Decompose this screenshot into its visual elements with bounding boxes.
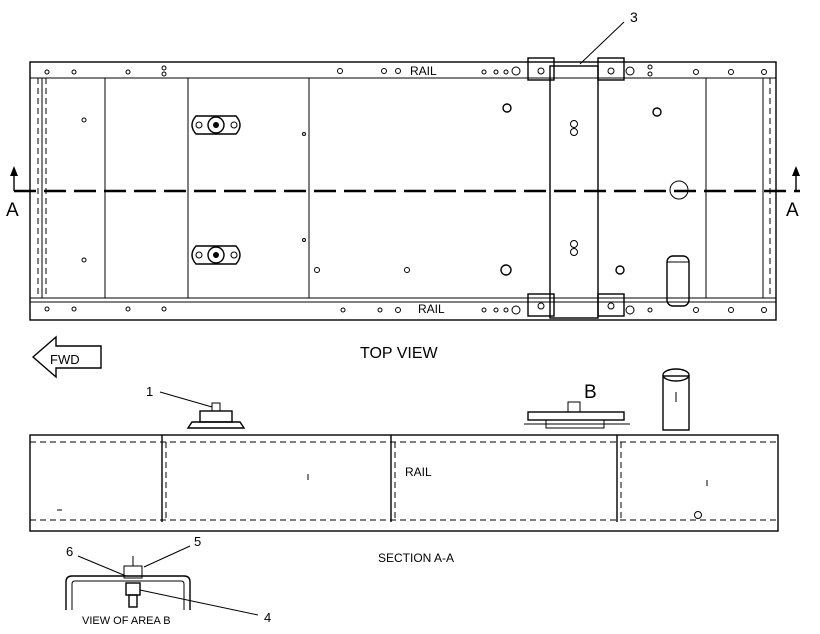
- rail-label-bottom: RAIL: [418, 302, 445, 316]
- area-b-marker: B: [584, 382, 597, 403]
- section-marker-left: A: [6, 200, 19, 221]
- section-marker-right: A: [786, 200, 799, 221]
- rail-label-top: RAIL: [410, 64, 437, 78]
- engine-mount-lower: [191, 245, 241, 265]
- fwd-label: FWD: [50, 352, 80, 367]
- callout-4: 4: [264, 610, 271, 625]
- detail-view-title: VIEW OF AREA B: [82, 615, 171, 627]
- detail-view: 6 5 4 VIEW OF AREA B: [65, 534, 271, 627]
- section-rail-label: RAIL: [405, 465, 432, 479]
- exhaust-pipe: [666, 255, 690, 307]
- engine-mount-upper: [191, 115, 241, 135]
- engine-mount-section: [186, 402, 246, 429]
- callout-3: 3: [630, 9, 638, 25]
- area-b-assembly: [524, 401, 630, 429]
- callout-1: 1: [146, 384, 153, 399]
- rail-section-outline: [29, 434, 779, 532]
- callout-6: 6: [66, 544, 73, 559]
- forward-arrow: FWD: [31, 335, 102, 379]
- section-title: SECTION A-A: [378, 551, 454, 565]
- top-view: RAIL RAIL A A TOP VIEW 3: [6, 9, 800, 362]
- top-view-title: TOP VIEW: [360, 345, 439, 362]
- exhaust-pipe-section: [662, 368, 690, 431]
- callout-5: 5: [194, 534, 201, 549]
- bracket-plate: [527, 57, 625, 319]
- section-view: 1 B RAIL SECTION A-A: [29, 368, 779, 565]
